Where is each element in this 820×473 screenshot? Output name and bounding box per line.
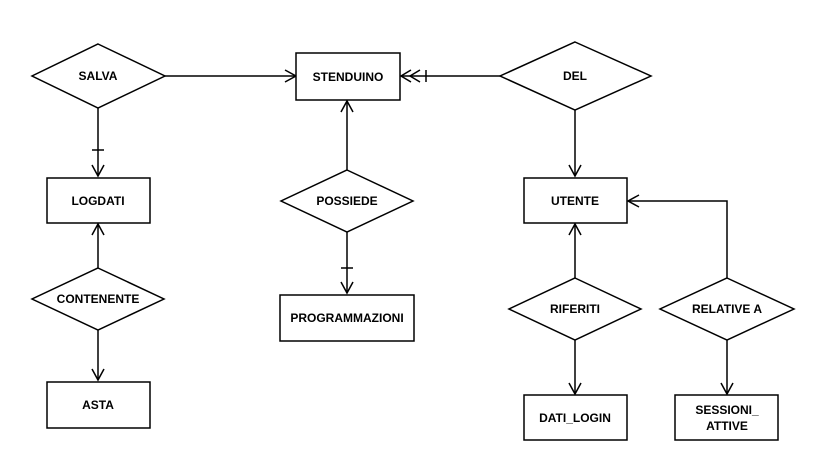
arrowhead-icon: [91, 222, 105, 236]
entity-label-line1: SESSIONI_: [695, 403, 759, 417]
entity-label-line2: ATTIVE: [706, 419, 748, 433]
arrowhead-icon: [91, 368, 105, 382]
arrowhead-icon: [568, 382, 582, 396]
arrowhead-icon: [720, 382, 734, 396]
edge-relative-a-utente: [628, 200, 728, 278]
relationship-contenente: CONTENENTE: [30, 267, 166, 331]
arrowhead-icon: [568, 164, 582, 178]
entity-label: STENDUINO: [313, 70, 384, 84]
relationship-possiede: POSSIEDE: [279, 169, 415, 233]
relationship-riferiti: RIFERITI: [507, 277, 643, 341]
entity-label: DATI_LOGIN: [539, 411, 611, 425]
entity-programmazioni: PROGRAMMAZIONI: [279, 294, 415, 342]
arrowhead-icon: [91, 164, 105, 178]
relationship-salva: SALVA: [30, 43, 167, 109]
entity-dati-login: DATI_LOGIN: [523, 394, 628, 441]
entity-label: LOGDATI: [71, 194, 124, 208]
entity-sessioni-attive: SESSIONI_ ATTIVE: [674, 394, 779, 441]
arrowhead-icon: [340, 99, 354, 113]
entity-stenduino: STENDUINO: [295, 52, 401, 101]
arrowhead-icon: [399, 69, 412, 83]
relationship-label: RELATIVE A: [692, 302, 762, 316]
relationship-label: SALVA: [79, 69, 118, 83]
arrowhead-icon: [340, 281, 354, 295]
entity-logdati: LOGDATI: [46, 177, 151, 224]
arrowhead-icon: [408, 69, 421, 83]
relationship-relative-a: RELATIVE A: [658, 277, 796, 341]
relationship-label: RIFERITI: [550, 302, 600, 316]
relationship-label: CONTENENTE: [57, 292, 140, 306]
entity-label: PROGRAMMAZIONI: [290, 311, 403, 325]
connectors: [91, 69, 734, 396]
entity-utente: UTENTE: [523, 177, 628, 224]
relationship-del: DEL: [498, 41, 653, 111]
entity-asta: ASTA: [46, 381, 151, 429]
arrowhead-icon: [568, 222, 582, 236]
arrowhead-icon: [626, 194, 640, 208]
relationship-label: DEL: [563, 69, 587, 83]
entity-label: ASTA: [82, 398, 114, 412]
entity-label: UTENTE: [551, 194, 599, 208]
relationship-label: POSSIEDE: [316, 194, 377, 208]
